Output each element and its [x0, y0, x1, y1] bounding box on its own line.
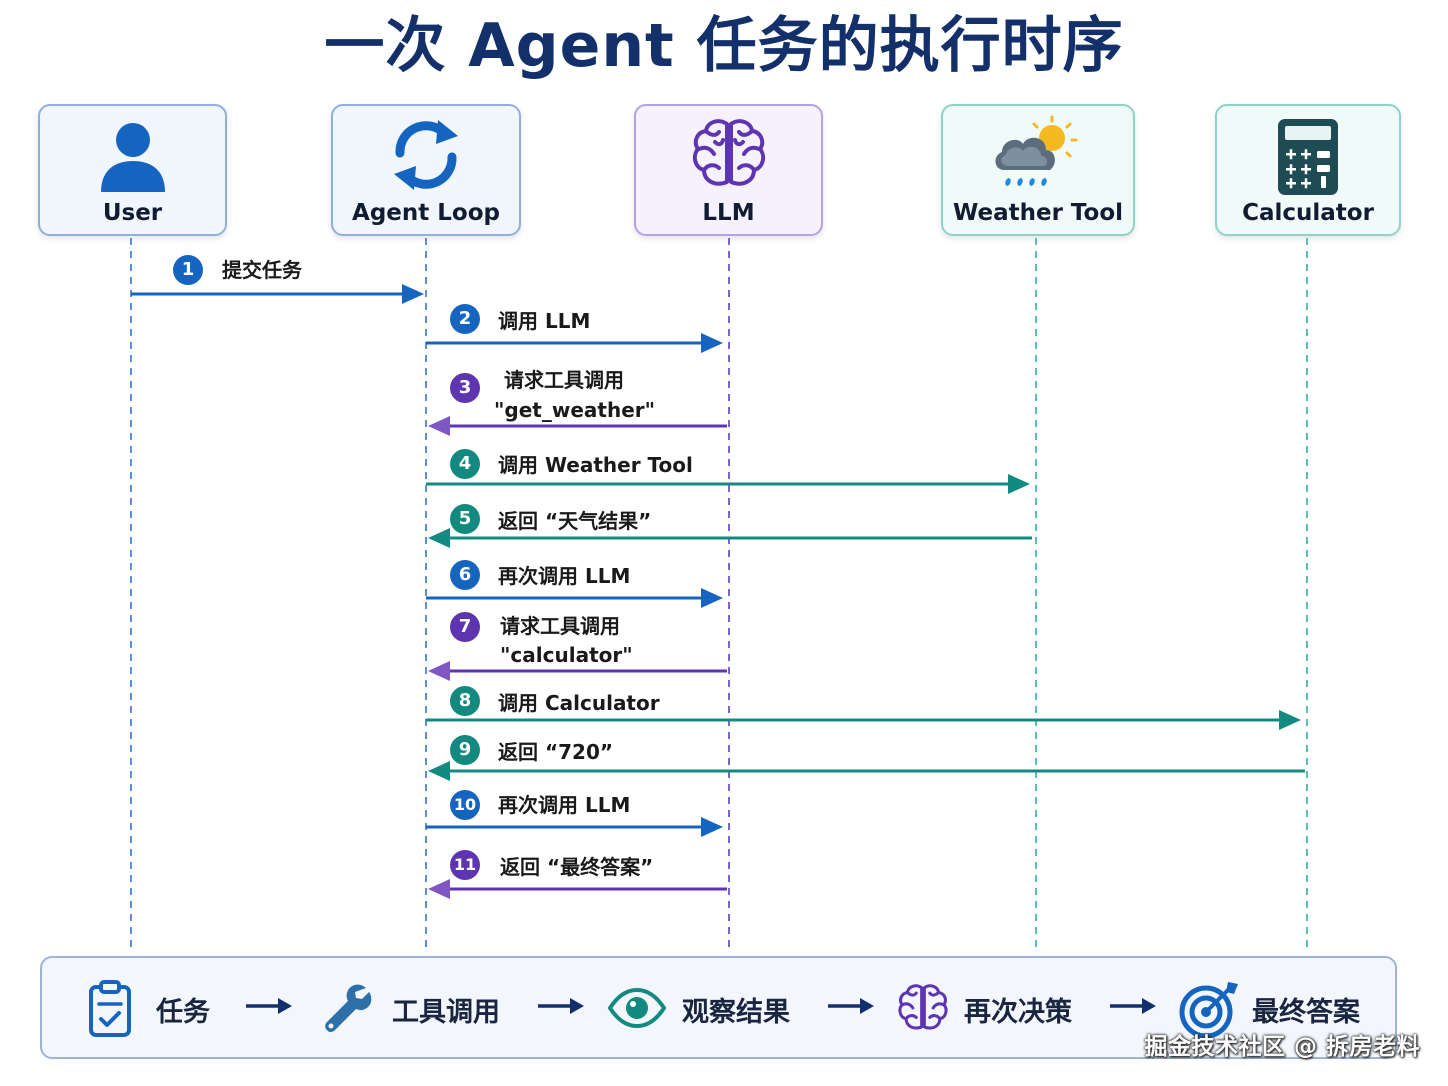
message-label: 提交任务	[222, 258, 302, 282]
message-label: 返回 “720”	[498, 740, 613, 764]
message-label: 返回 “天气结果”	[498, 509, 652, 533]
flow-step-label: 工具调用	[392, 997, 500, 1028]
message-label: 调用 Weather Tool	[498, 453, 693, 477]
message-arrows	[131, 284, 1305, 899]
message-label: 调用 LLM	[498, 309, 591, 333]
participant-agent-loop: Agent Loop	[331, 104, 521, 236]
arrowhead-7	[428, 661, 450, 681]
refresh-loop-icon	[386, 116, 466, 198]
wrench-icon	[322, 982, 374, 1038]
participant-label: User	[102, 200, 163, 226]
arrow-right-icon	[1110, 998, 1156, 1014]
arrowhead-8	[1279, 710, 1301, 730]
brain-icon	[689, 116, 769, 196]
flow-step-final-answer: 最终答案	[1178, 980, 1378, 1039]
step-number: 3	[450, 373, 480, 403]
arrowhead-6	[701, 588, 723, 608]
message-label: 调用 Calculator	[498, 691, 660, 715]
flow-step-observe: 观察结果	[607, 980, 837, 1036]
message-label-line2: "get_weather"	[494, 398, 656, 422]
arrowhead-2	[701, 333, 723, 353]
arrowhead-4	[1008, 474, 1030, 494]
step-number: 11	[450, 850, 480, 880]
message-label: 再次调用 LLM	[498, 793, 631, 817]
flow-step-label: 最终答案	[1252, 997, 1360, 1028]
step-number: 1	[173, 255, 203, 285]
message-label: 请求工具调用	[500, 614, 620, 638]
arrow-right-icon	[538, 998, 584, 1014]
participant-weather-tool: Weather Tool	[941, 104, 1135, 236]
arrowhead-3	[428, 416, 450, 436]
flow-step-label: 再次决策	[964, 997, 1072, 1028]
participant-calculator: Calculator	[1215, 104, 1401, 236]
user-icon	[98, 120, 168, 198]
participant-label: Calculator	[1242, 200, 1374, 226]
brain-icon	[896, 982, 950, 1038]
step-number: 7	[450, 612, 480, 642]
participant-label: LLM	[702, 200, 755, 226]
step-number: 10	[450, 790, 480, 820]
participant-label: Agent Loop	[352, 200, 500, 226]
flow-step-label: 观察结果	[682, 997, 790, 1028]
arrowhead-1	[402, 284, 424, 304]
flow-step-task: 任务	[86, 980, 226, 1037]
flow-step-label: 任务	[156, 997, 210, 1028]
target-icon	[1178, 980, 1240, 1042]
step-number: 6	[450, 560, 480, 590]
watermark: 掘金技术社区 @ 拆房老料	[1144, 1034, 1420, 1060]
flow-summary-bar: 任务 工具调用 观察结果	[40, 956, 1397, 1059]
message-label-line2: "calculator"	[500, 643, 633, 667]
message-label: 请求工具调用	[504, 368, 624, 392]
arrowhead-10	[701, 817, 723, 837]
step-number: 4	[450, 449, 480, 479]
message-label: 返回 “最终答案”	[500, 855, 654, 879]
clipboard-icon	[86, 980, 134, 1042]
step-number: 8	[450, 686, 480, 716]
weather-cloud-sun-icon	[990, 114, 1086, 198]
participant-llm: LLM	[634, 104, 823, 236]
arrowhead-5	[428, 528, 450, 548]
lifelines	[130, 238, 1308, 952]
participant-user: User	[38, 104, 227, 236]
step-number: 2	[450, 304, 480, 334]
message-label: 再次调用 LLM	[498, 564, 631, 588]
page-title: 一次 Agent 任务的执行时序	[324, 11, 1124, 81]
calculator-icon	[1277, 118, 1339, 200]
flow-step-tool-call: 工具调用	[322, 980, 522, 1036]
participant-label: Weather Tool	[952, 200, 1124, 226]
flow-step-decide-again: 再次决策	[896, 980, 1116, 1036]
step-number: 5	[450, 504, 480, 534]
arrow-right-icon	[246, 998, 292, 1014]
arrowhead-9	[428, 761, 450, 781]
arrow-right-icon	[828, 998, 874, 1014]
step-number: 9	[450, 735, 480, 765]
eye-icon	[607, 987, 667, 1032]
arrowhead-11	[428, 879, 450, 899]
